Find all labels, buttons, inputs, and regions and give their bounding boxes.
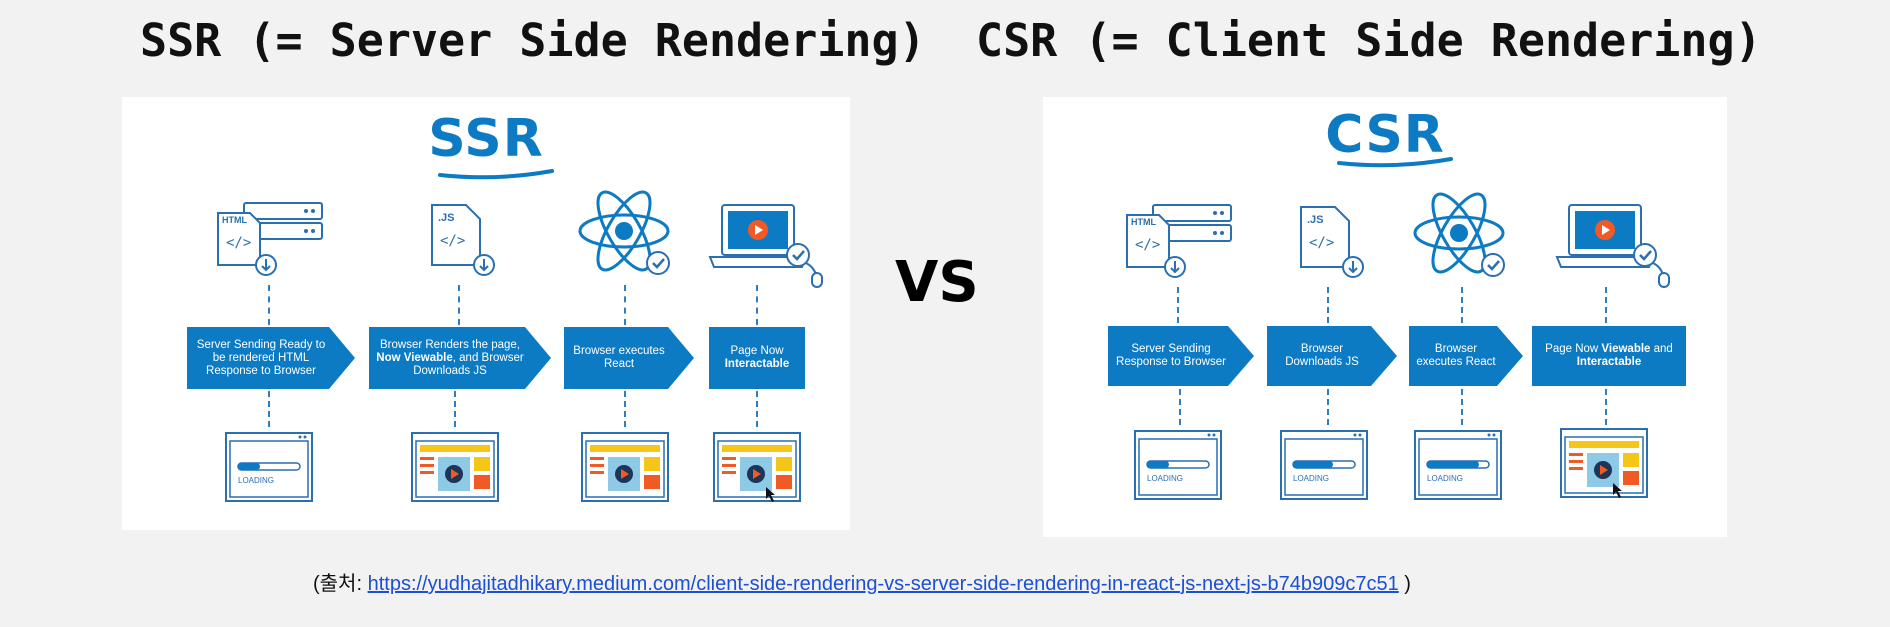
ssr-step-1: Server Sending Ready to be rendered HTML… [187, 327, 355, 389]
connector [458, 285, 460, 325]
loading-screen-icon: LOADING [1134, 430, 1222, 500]
connector [1605, 287, 1607, 323]
html-label: HTML [1131, 217, 1156, 227]
source-link[interactable]: https://yudhajitadhikary.medium.com/clie… [367, 573, 1399, 595]
svg-text:LOADING: LOADING [238, 476, 274, 485]
connector [1327, 287, 1329, 323]
svg-text:LOADING: LOADING [1427, 474, 1463, 483]
laptop-play-icon [708, 204, 823, 288]
connector [268, 285, 270, 325]
logo-underline [1337, 157, 1453, 168]
page-screen-icon [581, 432, 669, 502]
csr-heading: CSR (= Client Side Rendering) [976, 14, 1762, 67]
connector [756, 285, 758, 325]
svg-text:</>: </> [440, 233, 465, 249]
connector [1605, 389, 1607, 425]
csr-step-1: Server Sending Response to Browser [1108, 326, 1254, 386]
source-prefix: (출처: [313, 573, 368, 595]
csr-logo: CSR [1325, 105, 1445, 165]
svg-text:</>: </> [226, 235, 251, 251]
loading-screen-icon: LOADING [1280, 430, 1368, 500]
react-atom-icon [1413, 192, 1505, 277]
connector [1327, 389, 1329, 425]
svg-text:</>: </> [1309, 235, 1334, 251]
connector [268, 391, 270, 427]
svg-text:LOADING: LOADING [1293, 474, 1329, 483]
ssr-diagram: SSR HTML </> .JS </> [122, 97, 850, 530]
loading-screen-icon: LOADING [225, 432, 313, 502]
js-file-icon: .JS </> [1300, 206, 1364, 278]
ssr-step-4: Page Now Interactable [709, 327, 805, 389]
html-server-icon: HTML </> [217, 202, 323, 276]
js-label: .JS [1307, 214, 1324, 226]
connector [1179, 389, 1181, 425]
js-file-icon: .JS </> [431, 204, 495, 276]
page-screen-icon [411, 432, 499, 502]
vs-label: VS [895, 250, 979, 315]
html-server-icon: HTML </> [1126, 204, 1232, 278]
ssr-step-2: Browser Renders the page, Now Viewable, … [369, 327, 551, 389]
connector [1461, 287, 1463, 323]
laptop-play-icon [1555, 204, 1670, 288]
csr-diagram: CSR HTML </> .JS </> [1043, 97, 1727, 537]
connector [756, 391, 758, 427]
connector [624, 391, 626, 427]
csr-step-4: Page Now Viewable and Interactable [1532, 326, 1686, 386]
connector [1461, 389, 1463, 425]
svg-text:</>: </> [1135, 237, 1160, 253]
source-citation: (출처: https://yudhajitadhikary.medium.com… [313, 567, 1411, 596]
ssr-logo: SSR [428, 109, 544, 169]
csr-step-3: Browser executes React [1409, 326, 1523, 386]
connector [624, 285, 626, 325]
csr-step-2: Browser Downloads JS [1267, 326, 1397, 386]
logo-underline [438, 169, 554, 180]
connector [1177, 287, 1179, 323]
ssr-heading: SSR (= Server Side Rendering) [140, 14, 926, 67]
connector [454, 391, 456, 427]
react-atom-icon [578, 190, 670, 275]
svg-text:LOADING: LOADING [1147, 474, 1183, 483]
interactive-screen-icon [1560, 428, 1648, 498]
ssr-step-3: Browser executes React [564, 327, 694, 389]
interactive-screen-icon [713, 432, 801, 502]
source-suffix: ) [1398, 573, 1411, 595]
html-label: HTML [222, 215, 247, 225]
js-label: .JS [438, 212, 455, 224]
loading-screen-icon: LOADING [1414, 430, 1502, 500]
